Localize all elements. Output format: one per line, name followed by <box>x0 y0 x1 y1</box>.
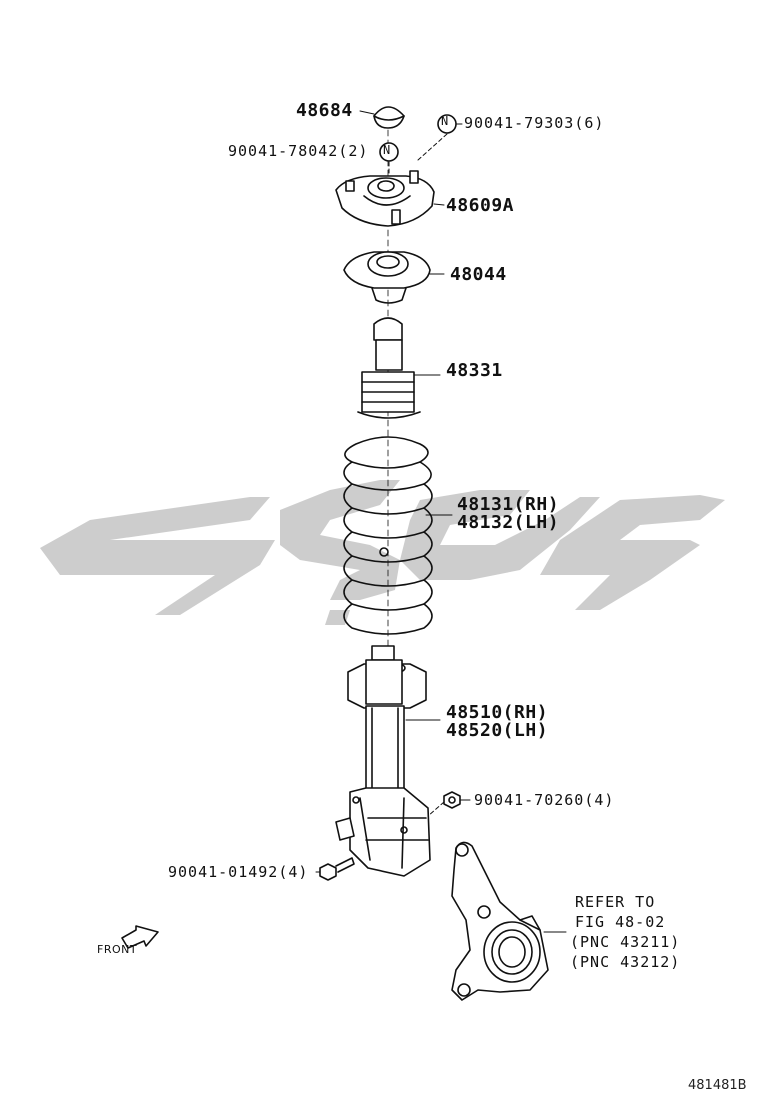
bump-stopper-48331 <box>357 317 421 419</box>
nut-marker-78042 <box>379 142 399 162</box>
nut-marker-78042-label: N <box>383 143 391 157</box>
label-48609A: 48609A <box>446 195 515 216</box>
label-48331: 48331 <box>446 360 503 381</box>
steering-knuckle <box>451 841 549 1001</box>
diagram-code: 481481B <box>688 1078 747 1093</box>
label-90041-79303: 90041-79303(6) <box>464 114 605 132</box>
label-48684: 48684 <box>296 100 353 121</box>
label-48510: 48510(RH) <box>446 702 549 723</box>
pnc-note-line1: (PNC 43211) <box>570 933 681 951</box>
spring-seat-48044 <box>343 251 431 304</box>
refer-note-line2: FIG 48-02 <box>575 913 666 931</box>
nut-90041-70260 <box>443 791 461 809</box>
label-48132: 48132(LH) <box>457 512 560 533</box>
refer-note-line1: REFER TO <box>575 893 656 911</box>
nut-marker-79303-label: N <box>441 114 449 128</box>
refer-note: REFER TO FIG 48-02 <box>575 892 665 932</box>
watermark-logo <box>40 480 725 625</box>
pnc-note: (PNC 43211) (PNC 43212) <box>570 932 680 972</box>
front-label: FRONT <box>97 943 138 956</box>
bolt-90041-01492 <box>319 857 355 881</box>
label-90041-78042: 90041-78042(2) <box>228 142 369 160</box>
pnc-note-line2: (PNC 43212) <box>570 953 681 971</box>
dust-cap-48684 <box>373 106 405 129</box>
label-48044: 48044 <box>450 264 507 285</box>
front-arrow-icon <box>121 925 159 949</box>
label-48131: 48131(RH) <box>457 494 560 515</box>
label-90041-01492: 90041-01492(4) <box>168 863 309 881</box>
label-48520: 48520(LH) <box>446 720 549 741</box>
shock-absorber-48510 <box>335 645 431 877</box>
upper-support-48609A <box>335 170 435 227</box>
coil-spring-48131 <box>343 436 433 635</box>
label-90041-70260: 90041-70260(4) <box>474 791 615 809</box>
